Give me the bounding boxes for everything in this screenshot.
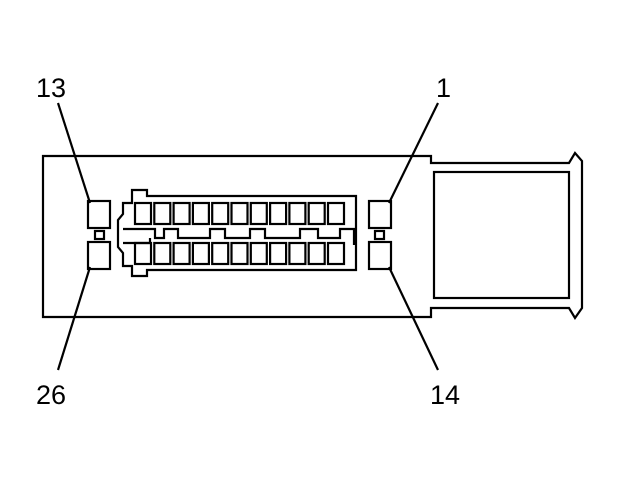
- top-terminal-cavity: [230, 201, 249, 226]
- bottom-terminal-cavity: [249, 241, 268, 266]
- top-terminal-cavity: [211, 201, 230, 226]
- leader-line-14: [388, 266, 439, 371]
- leader-line-1: [388, 102, 439, 204]
- pin-label-1: 1: [436, 73, 451, 103]
- pin-26-marker: [86, 240, 112, 271]
- bottom-terminal-cavity: [288, 241, 307, 266]
- bottom-terminal-cavity: [153, 241, 172, 266]
- top-terminal-cavity: [172, 201, 191, 226]
- top-terminal-cavity: [191, 201, 210, 226]
- top-terminal-cavity: [288, 201, 307, 226]
- terminal-row-top: [133, 201, 346, 226]
- bottom-terminal-cavity: [172, 241, 191, 266]
- bottom-terminal-cavity: [211, 241, 230, 266]
- pin-label-14: 14: [430, 380, 460, 410]
- bottom-terminal-cavity: [269, 241, 288, 266]
- marker-gap-right: [373, 229, 386, 241]
- pin-label-13: 13: [36, 73, 66, 103]
- terminal-row-bottom: [133, 241, 346, 266]
- pin-14-marker: [367, 240, 393, 271]
- pin-label-26: 26: [36, 380, 66, 410]
- top-terminal-cavity: [153, 201, 172, 226]
- locking-tab-window: [432, 170, 571, 300]
- top-terminal-cavity: [249, 201, 268, 226]
- pin-13-marker: [86, 199, 112, 230]
- bottom-terminal-cavity: [326, 241, 346, 266]
- leader-line-26: [56, 266, 92, 371]
- top-terminal-cavity: [307, 201, 326, 226]
- top-terminal-cavity: [326, 201, 346, 226]
- connector-body: [41, 151, 584, 321]
- bottom-terminal-cavity: [307, 241, 326, 266]
- pin-1-marker: [367, 199, 393, 230]
- bottom-terminal-cavity: [191, 241, 210, 266]
- terminal-cavity-shroud: [116, 188, 358, 278]
- marker-gap-left: [93, 229, 106, 241]
- bottom-terminal-cavity: [133, 241, 153, 266]
- center-divider: [123, 227, 356, 245]
- top-terminal-cavity: [133, 201, 153, 226]
- top-terminal-cavity: [269, 201, 288, 226]
- bottom-terminal-cavity: [230, 241, 249, 266]
- leader-line-13: [56, 102, 92, 204]
